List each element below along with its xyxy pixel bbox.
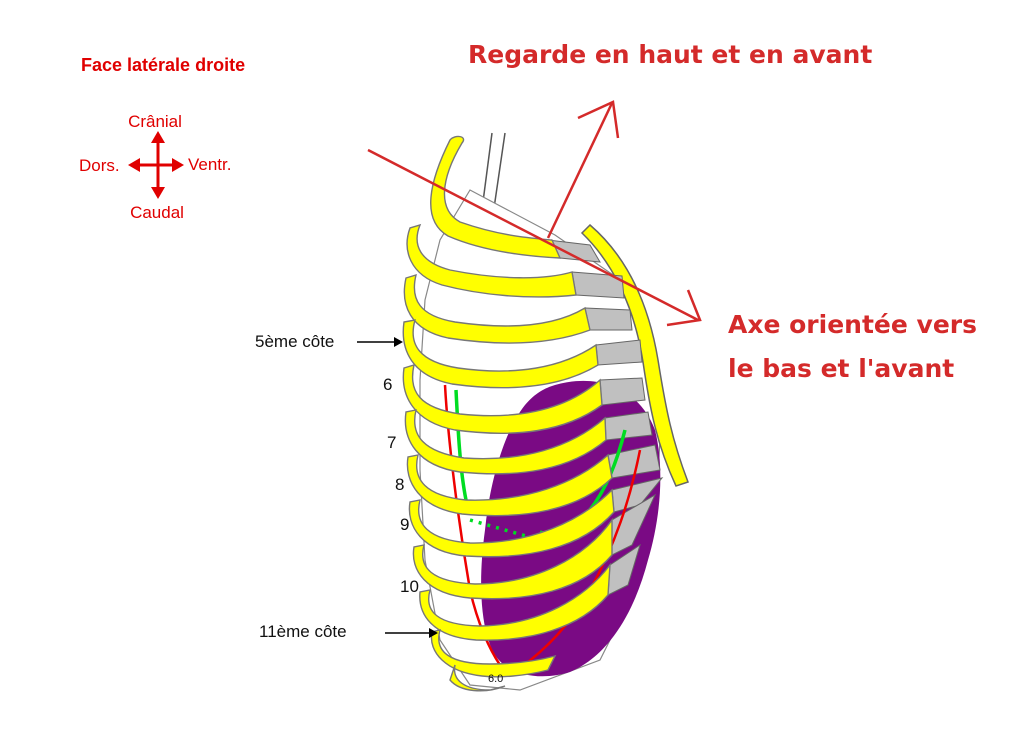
- label-dorsal: Dors.: [79, 156, 120, 175]
- label-5th-rib: 5ème côte: [255, 332, 334, 351]
- label-rib-8: 8: [395, 475, 404, 494]
- arrow-5th-rib-icon: [357, 337, 403, 347]
- label-bottom-code: 6.0: [488, 673, 503, 685]
- label-rib-10: 10: [400, 577, 419, 596]
- ribs: [402, 135, 615, 692]
- look-direction-arrow-icon: [546, 100, 620, 239]
- axis-direction-arrow-icon: [367, 148, 702, 327]
- rib-11: [430, 629, 557, 678]
- rib-1: [430, 135, 562, 259]
- rib-9: [412, 517, 613, 600]
- rib-8: [408, 488, 615, 558]
- view-title: Face latérale droite: [81, 55, 245, 75]
- label-rib-7: 7: [387, 433, 396, 452]
- annotation-look: Regarde en haut et en avant: [468, 40, 872, 69]
- rib-5: [402, 363, 603, 434]
- rib-10: [419, 562, 611, 641]
- orientation-cross-icon: [128, 131, 184, 199]
- label-ventral: Ventr.: [188, 155, 231, 174]
- label-11th-rib: 11ème côte: [259, 622, 347, 641]
- sternum: [580, 223, 689, 487]
- label-cranial: Crânial: [128, 112, 182, 131]
- rib-2: [406, 223, 577, 298]
- annotation-axis-line1: Axe orientée vers: [728, 310, 977, 339]
- rib-3: [403, 273, 591, 344]
- rib-12: [449, 664, 506, 692]
- label-rib-9: 9: [400, 515, 409, 534]
- arrow-11th-rib-icon: [385, 628, 438, 638]
- rib-4: [402, 319, 599, 389]
- rib-6: [404, 409, 607, 475]
- label-caudal: Caudal: [130, 203, 184, 222]
- rib-7: [406, 453, 613, 517]
- label-rib-6: 6: [383, 375, 392, 394]
- annotation-axis-line2: le bas et l'avant: [728, 354, 954, 383]
